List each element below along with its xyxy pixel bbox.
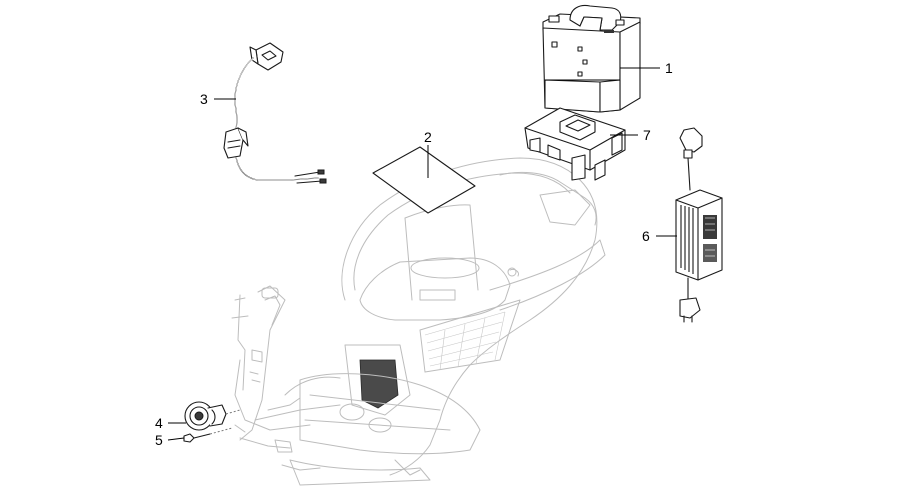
callout-3: 3 — [200, 91, 236, 107]
callout-label: 3 — [200, 91, 208, 107]
document-sheet-part — [372, 146, 476, 214]
callout-4: 4 — [155, 415, 186, 431]
callout-label: 4 — [155, 415, 163, 431]
callout-label: 1 — [665, 60, 673, 76]
callout-label: 5 — [155, 432, 163, 448]
battery-tray-part — [524, 107, 626, 181]
screw-part — [183, 427, 233, 443]
steel-frame-ghost — [231, 285, 341, 471]
battery-charger-part — [675, 127, 723, 323]
battery-part — [542, 4, 641, 113]
callout-7: 7 — [610, 127, 651, 143]
callout-2: 2 — [424, 129, 432, 178]
callout-label: 7 — [643, 127, 651, 143]
callout-1: 1 — [620, 60, 673, 76]
wiring-harness-part — [223, 42, 327, 184]
callout-label: 6 — [642, 228, 650, 244]
horn-part — [184, 401, 241, 431]
scooter-body-ghost — [289, 157, 606, 486]
callout-6: 6 — [642, 228, 677, 244]
callout-5: 5 — [155, 432, 185, 448]
callout-label: 2 — [424, 129, 432, 145]
side-grille — [419, 299, 521, 373]
charger-cooling-fins — [680, 205, 717, 274]
